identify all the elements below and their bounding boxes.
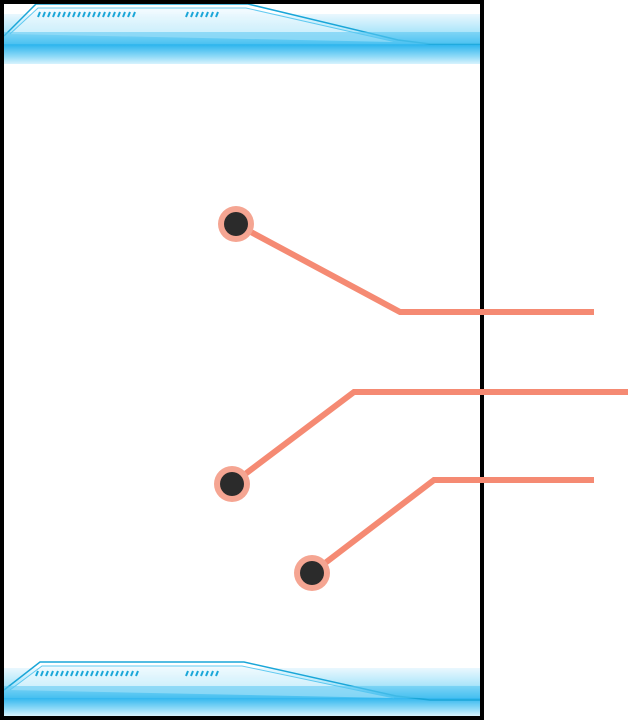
hatch-mark (77, 11, 81, 18)
hatch-mark (215, 670, 219, 677)
callout-3 (294, 477, 594, 591)
marker-dot-icon (224, 212, 248, 236)
hatch-mark (195, 11, 199, 18)
hatch-mark (210, 11, 214, 18)
callout-2-leader-line (230, 389, 628, 487)
hatch-mark (80, 670, 84, 677)
hatch-mark (60, 670, 64, 677)
hatch-mark (185, 11, 189, 18)
header-hatch-left (37, 11, 136, 18)
hatch-mark (122, 11, 126, 18)
footer-hatch-right (185, 670, 219, 677)
hatch-mark (65, 670, 69, 677)
hatch-mark (102, 11, 106, 18)
hatch-mark (115, 670, 119, 677)
callout-1 (218, 206, 594, 315)
hatch-mark (107, 11, 111, 18)
callout-2 (214, 389, 628, 502)
panel-frame (0, 0, 484, 720)
callout-1-leader-line (234, 221, 594, 315)
hatch-mark (130, 670, 134, 677)
hatch-mark (82, 11, 86, 18)
hatch-mark (190, 11, 194, 18)
hatch-mark (92, 11, 96, 18)
hatch-mark (40, 670, 44, 677)
callout-3-leader-line (310, 477, 594, 576)
hatch-mark (70, 670, 74, 677)
hatch-mark (50, 670, 54, 677)
hatch-mark (35, 670, 39, 677)
hatch-mark (85, 670, 89, 677)
callout-group (214, 206, 628, 591)
hatch-mark (120, 670, 124, 677)
hatch-mark (125, 670, 129, 677)
hatch-mark (210, 670, 214, 677)
header-hatch-right (185, 11, 219, 18)
hatch-mark (112, 11, 116, 18)
hatch-mark (200, 670, 204, 677)
hatch-mark (47, 11, 51, 18)
hatch-mark (45, 670, 49, 677)
hatch-mark (185, 670, 189, 677)
hatch-mark (135, 670, 139, 677)
hatch-mark (200, 11, 204, 18)
hatch-mark (127, 11, 131, 18)
hatch-mark (110, 670, 114, 677)
hatch-mark (205, 670, 209, 677)
hatch-mark (57, 11, 61, 18)
footer-hatch-left (35, 670, 139, 677)
hatch-mark (42, 11, 46, 18)
hatch-mark (87, 11, 91, 18)
hatch-mark (72, 11, 76, 18)
hatch-mark (67, 11, 71, 18)
hatch-mark (132, 11, 136, 18)
hatch-mark (205, 11, 209, 18)
hatch-mark (190, 670, 194, 677)
hatch-mark (37, 11, 41, 18)
hatch-mark (52, 11, 56, 18)
header-band (4, 4, 480, 64)
marker-dot-icon (300, 561, 324, 585)
hatch-mark (55, 670, 59, 677)
hatch-mark (100, 670, 104, 677)
hatch-mark (195, 670, 199, 677)
hatch-mark (117, 11, 121, 18)
hatch-mark (97, 11, 101, 18)
hatch-mark (62, 11, 66, 18)
hatch-mark (215, 11, 219, 18)
hatch-mark (105, 670, 109, 677)
hatch-mark (90, 670, 94, 677)
footer-band (4, 661, 480, 716)
hatch-mark (75, 670, 79, 677)
marker-dot-icon (220, 472, 244, 496)
hatch-mark (95, 670, 99, 677)
